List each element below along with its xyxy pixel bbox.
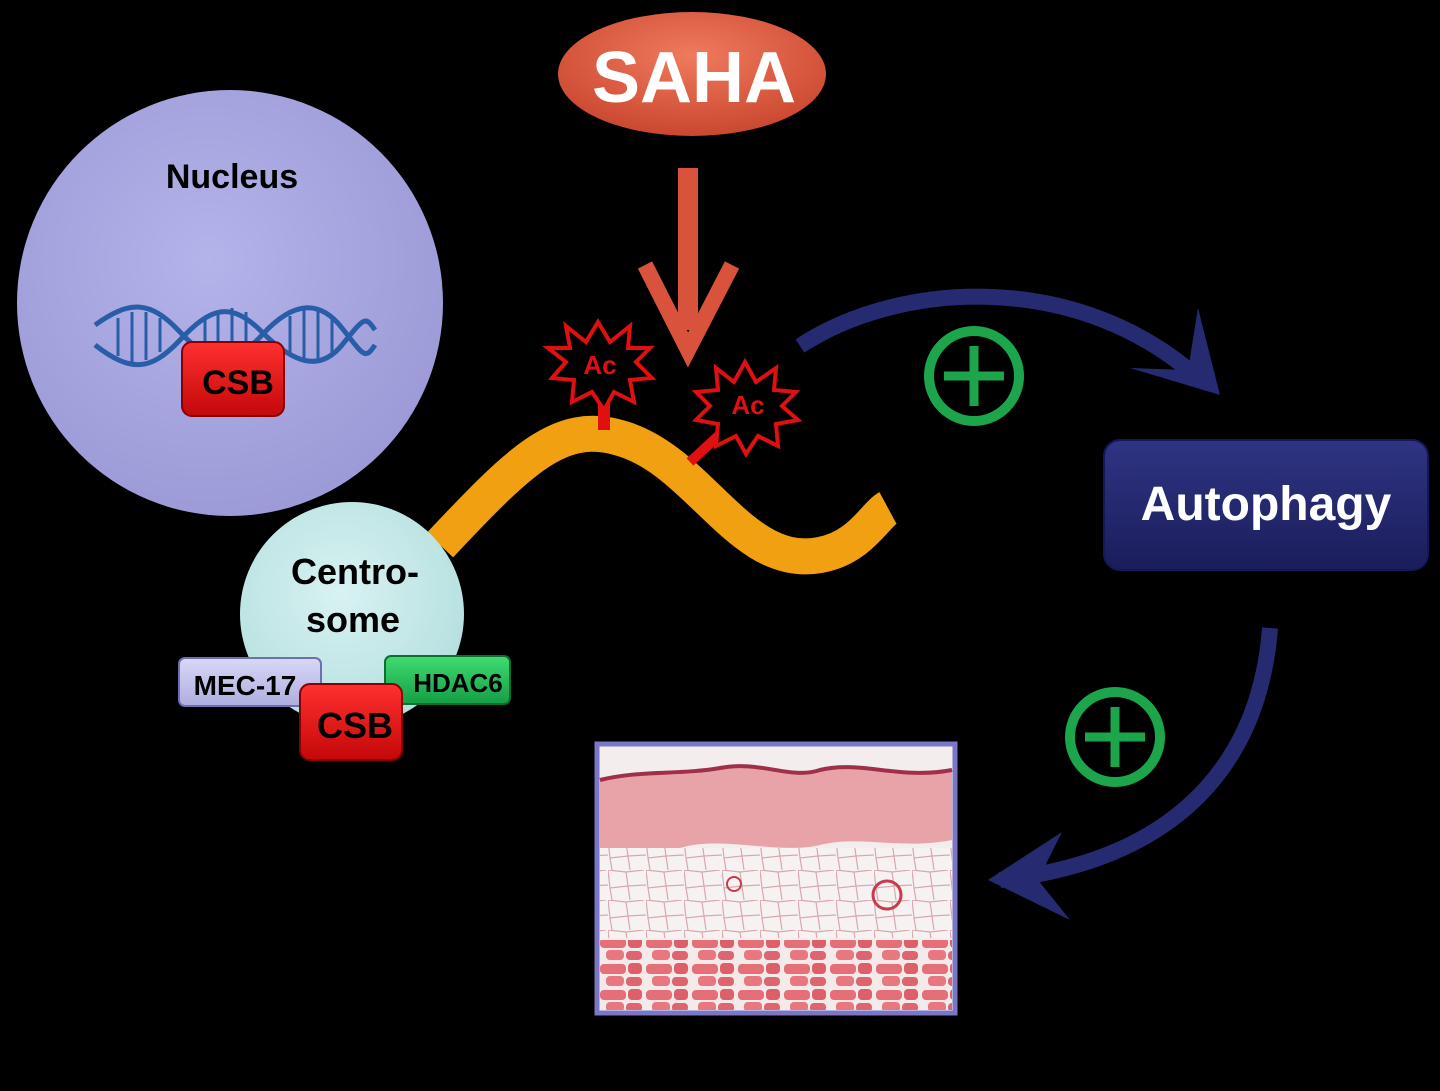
mec17-label: MEC-17 xyxy=(194,670,297,701)
acetyl-star-2-icon xyxy=(691,357,803,458)
nucleus-circle xyxy=(17,90,443,516)
mec17-protein: MEC-17 xyxy=(178,657,322,707)
hdac6-box xyxy=(384,655,511,705)
autophagy-label: Autophagy xyxy=(1141,478,1392,531)
acetyl-tag-2-label: Ac xyxy=(731,390,764,420)
nucleus-csb-box xyxy=(181,341,285,417)
centrosome-csb-box xyxy=(299,683,403,761)
microtubule xyxy=(426,415,899,575)
nucleus: Nucleus CSB xyxy=(17,90,443,516)
dna-helix-icon xyxy=(93,304,378,368)
acetyl-tag-1-label: Ac xyxy=(583,350,616,380)
acetyl-tag-1: Ac xyxy=(542,318,657,414)
hdac6-label: HDAC6 xyxy=(413,668,503,698)
nucleus-csb-label: CSB xyxy=(202,364,274,402)
saha-label: SAHA xyxy=(592,38,796,118)
centrosome-label-line1: Centro- xyxy=(291,551,419,592)
autophagy-box: Autophagy xyxy=(1103,439,1429,571)
centrosome-csb-label: CSB xyxy=(317,705,393,746)
arrow-to-tissue xyxy=(988,627,1278,920)
autophagy-rect xyxy=(1103,439,1429,571)
centrosome-label-line2: some xyxy=(306,599,400,640)
acetyl-star-1-icon xyxy=(542,318,657,414)
acetyl-tag-2: Ac xyxy=(691,357,803,458)
mec17-box xyxy=(178,657,322,707)
hdac6-protein: HDAC6 xyxy=(384,655,511,705)
nucleus-label: Nucleus xyxy=(166,158,298,196)
saha: SAHA xyxy=(558,12,826,136)
arrow-down-icon xyxy=(637,168,740,368)
saha-ellipse xyxy=(558,12,826,136)
plus-circle-icon xyxy=(1065,687,1165,787)
centrosome-csb: CSB xyxy=(299,683,403,761)
skin-tissue-histology-image xyxy=(594,741,958,1016)
plus-circle-icon xyxy=(924,326,1024,426)
arrow-to-autophagy xyxy=(795,288,1220,395)
